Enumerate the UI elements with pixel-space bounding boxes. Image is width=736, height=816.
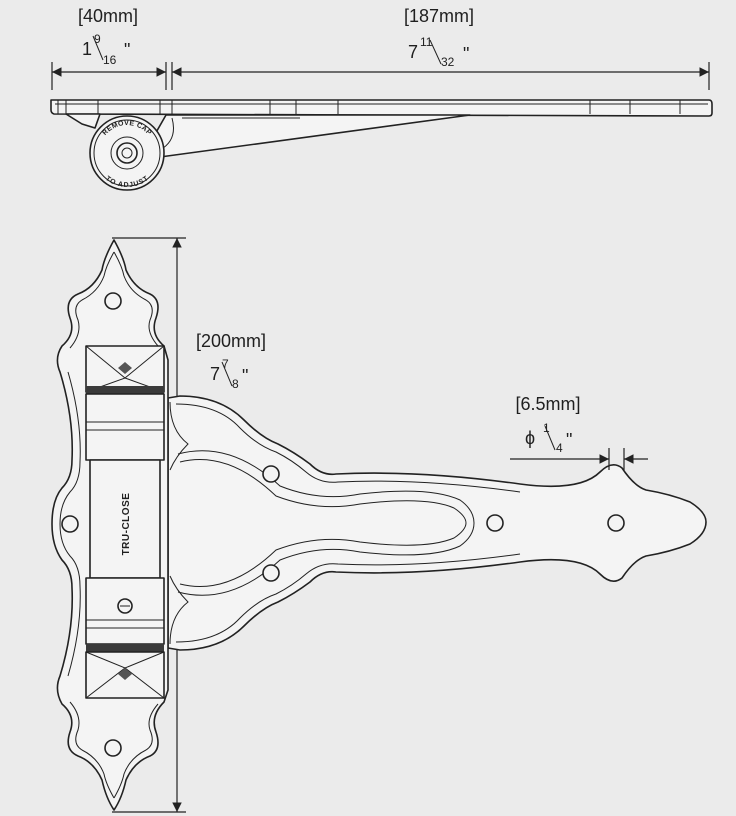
height-metric-label: [200mm] bbox=[196, 331, 266, 351]
width-imperial-whole: 1 bbox=[82, 39, 92, 59]
hole-imperial-numerator: 1 bbox=[543, 421, 550, 435]
mounting-hole bbox=[262, 465, 280, 483]
hole-diameter-symbol: ϕ bbox=[525, 428, 535, 448]
front-view: [200mm] 7 7 8 " [6.5mm] ϕ 1 4 bbox=[51, 237, 707, 813]
hole-imperial-denominator: 4 bbox=[556, 441, 563, 455]
width-dimension: [40mm] 1 9 16 " bbox=[51, 6, 167, 90]
length-imperial-unit: " bbox=[463, 44, 469, 64]
mounting-hole bbox=[607, 514, 625, 532]
leaf-tab bbox=[65, 113, 101, 129]
mounting-hole bbox=[262, 564, 280, 582]
height-imperial-whole: 7 bbox=[210, 364, 220, 384]
length-dimension: [187mm] 7 11 32 " bbox=[171, 6, 710, 90]
width-imperial-unit: " bbox=[124, 40, 130, 60]
mounting-hole bbox=[486, 514, 504, 532]
mounting-hole bbox=[104, 739, 122, 757]
top-view: [40mm] 1 9 16 " [187mm] 7 11 32 " bbox=[50, 6, 713, 191]
height-imperial-numerator: 7 bbox=[222, 357, 229, 371]
height-imperial-unit: " bbox=[242, 366, 248, 386]
length-metric-label: [187mm] bbox=[404, 6, 474, 26]
height-imperial-denominator: 8 bbox=[232, 377, 239, 391]
spring-cap: REMOVE CAP TO ADJUST bbox=[89, 115, 165, 191]
mounting-hole bbox=[61, 515, 79, 533]
length-imperial-numerator: 11 bbox=[420, 35, 433, 49]
mounting-hole bbox=[104, 292, 122, 310]
hole-imperial-unit: " bbox=[566, 430, 572, 450]
width-metric-label: [40mm] bbox=[78, 6, 138, 26]
hole-metric-label: [6.5mm] bbox=[515, 394, 580, 414]
hinge-barrel: TRU-CLOSE bbox=[85, 345, 165, 699]
side-plate bbox=[50, 99, 713, 117]
strap-leaf bbox=[167, 395, 707, 651]
length-imperial-whole: 7 bbox=[408, 42, 418, 62]
hole-dimension: [6.5mm] ϕ 1 4 " bbox=[510, 394, 648, 470]
brand-logo: TRU-CLOSE bbox=[121, 493, 132, 556]
width-imperial-numerator: 9 bbox=[94, 32, 101, 46]
length-imperial-denominator: 32 bbox=[441, 55, 455, 69]
hinge-bracket bbox=[145, 114, 471, 159]
width-imperial-denominator: 16 bbox=[103, 53, 117, 67]
